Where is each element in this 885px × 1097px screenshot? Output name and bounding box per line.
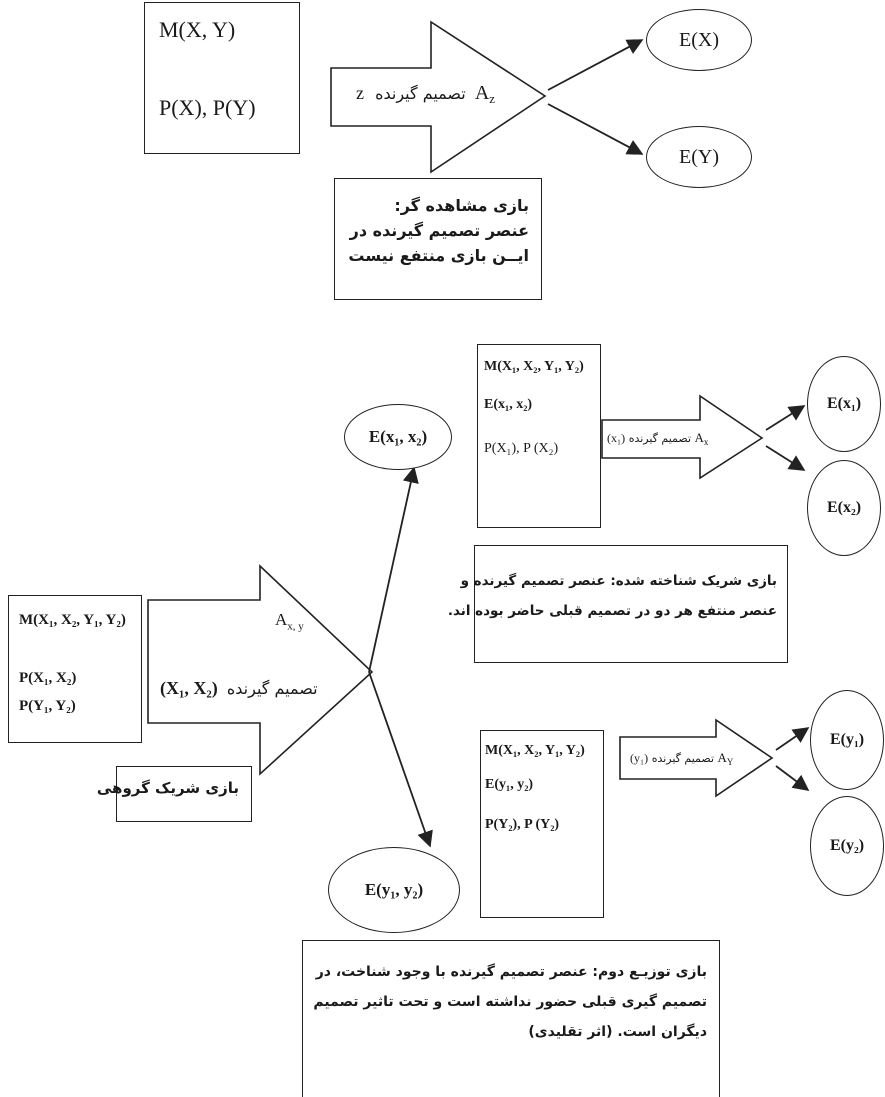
arrow-to-bottom-node [368,671,433,848]
top-arrow-a: A [694,430,704,445]
bottom-output-ey1: E(y₁) [810,690,884,790]
known-partner-note-line1: بازی شریک شناخته شده: عنصر تصمیم گیرنده … [460,573,777,589]
game1-note-line1: بازی مشاهده گر: [394,196,529,215]
bottom-arrow-to-ey2 [775,765,810,791]
second-note-line3: دیگران است. (اثر تقلیدی) [528,1024,707,1040]
top-box-line1: M(X₁, X₂, Y₁, Y₂) [484,359,584,374]
game1-decision-a-sub: z [489,91,496,107]
top-box-line3: P(X₁), P (X₂) [484,441,559,456]
known-partner-note-line2: عنصر منتفع هر دو در تصمیم قبلی حاضر بوده… [447,603,777,619]
bottom-output-ey1-label: E(y₁) [829,731,865,748]
game2-input-line1: M(X₁, X₂, Y₁, Y₂) [19,612,126,628]
arrow-to-top-node [368,466,419,673]
game1-decision-z: z [356,83,364,103]
bottom-arrow-a-sub: Y [726,757,734,768]
game2-input-line2: P(X₁, X₂) [19,670,77,686]
game2-block-arrow [147,564,374,776]
game1-arrow-to-ey [547,103,644,155]
game1-note: بازی مشاهده گر: عنصر تصمیم گیرنده در ایـ… [334,178,542,300]
game2-decision-a-sub: x, y [287,620,304,633]
top-arrow-a-sub: x [703,437,709,448]
top-block-arrow [601,394,764,480]
bottom-info-box: M(X₁, X₂, Y₁, Y₂) E(y₁, y₂) P(Y₂), P (Y₂… [480,730,604,918]
game2-decision-var: (X₁, X₂) [160,678,218,698]
bottom-arrow-var: (y₁) [630,751,649,765]
game2-decision-a: Ax, y [275,610,304,632]
game2-decision-text: تصمیم گیرنده [226,679,318,698]
game2-decision-a-letter: A [275,610,288,629]
game1-output-ey-label: E(Y) [679,145,719,168]
top-box-line2: E(x₁, x₂) [484,397,533,412]
bottom-box-line3: P(Y₂), P (Y₂) [485,817,560,832]
bottom-arrow-label: (y₁) تصمیم گیرنده AY [630,750,733,767]
game1-input-line2: P(X), P(Y) [159,95,256,120]
node-top-label: E(x₁, x₂) [368,427,428,446]
bottom-arrow-to-ey1 [775,727,810,751]
group-partner-note: بازی شریک گروهی [96,766,252,822]
bottom-output-ey2: E(y₂) [810,796,884,896]
top-arrow-to-ex1 [765,405,806,431]
game1-input-box: M(X, Y) P(X), P(Y) [144,2,300,154]
top-arrow-to-ex2 [765,445,806,471]
top-output-ex2-label: E(x₂) [826,499,862,516]
game1-note-line3: ایــن بازی منتفع نیست [348,246,529,265]
game2-input-box: M(X₁, X₂, Y₁, Y₂) P(X₁, X₂) P(Y₁, Y₂) [8,595,142,743]
game2-input-line3: P(Y₁, Y₂) [19,698,76,714]
top-arrow-text: تصمیم گیرنده [628,432,692,445]
game1-decision-label: z تصمیم گیرنده Az [356,82,495,107]
game1-block-arrow [330,20,547,174]
game1-note-line2: عنصر تصمیم گیرنده در [349,221,529,240]
top-output-ex1: E(x₁) [807,356,881,452]
game1-arrow-to-ex [547,39,644,91]
bottom-arrow-text: تصمیم گیرنده [651,752,715,765]
game1-output-ex: E(X) [646,9,752,71]
known-partner-note: بازی شریک شناخته شده: عنصر تصمیم گیرنده … [447,545,788,663]
game1-output-ey: E(Y) [646,126,752,188]
second-note-line1: بازی توزیـع دوم: عنصر تصمیم گیرنده با وج… [315,964,707,980]
group-partner-note-text: بازی شریک گروهی [96,779,239,797]
node-top-ex1x2: E(x₁, x₂) [344,404,452,470]
second-note-line2: تصمیم گیری قبلی حضور نداشته است و تحت تا… [313,994,707,1010]
top-arrow-var: (x₁) [607,431,626,445]
bottom-box-line2: E(y₁, y₂) [485,777,534,792]
node-bottom-label: E(y₁, y₂) [364,880,424,899]
top-output-ex2: E(x₂) [807,460,881,556]
game1-input-line1: M(X, Y) [159,17,236,42]
game1-output-ex-label: E(X) [679,28,719,51]
top-output-ex1-label: E(x₁) [826,395,862,412]
top-info-box: M(X₁, X₂, Y₁, Y₂) E(x₁, x₂) P(X₁), P (X₂… [477,344,601,528]
bottom-block-arrow [619,718,774,798]
top-arrow-label: (x₁) تصمیم گیرنده Ax [607,430,708,447]
bottom-box-line1: M(X₁, X₂, Y₁, Y₂) [485,743,585,758]
game1-decision-a: A [474,82,490,104]
game1-decision-text: تصمیم گیرنده [375,84,466,103]
second-distribution-note: بازی توزیـع دوم: عنصر تصمیم گیرنده با وج… [302,940,720,1097]
bottom-arrow-a: A [717,750,727,765]
game2-decision-label: (X₁, X₂) تصمیم گیرنده [160,678,318,699]
node-bottom-ey1y2: E(y₁, y₂) [328,847,460,933]
bottom-output-ey2-label: E(y₂) [829,837,865,854]
